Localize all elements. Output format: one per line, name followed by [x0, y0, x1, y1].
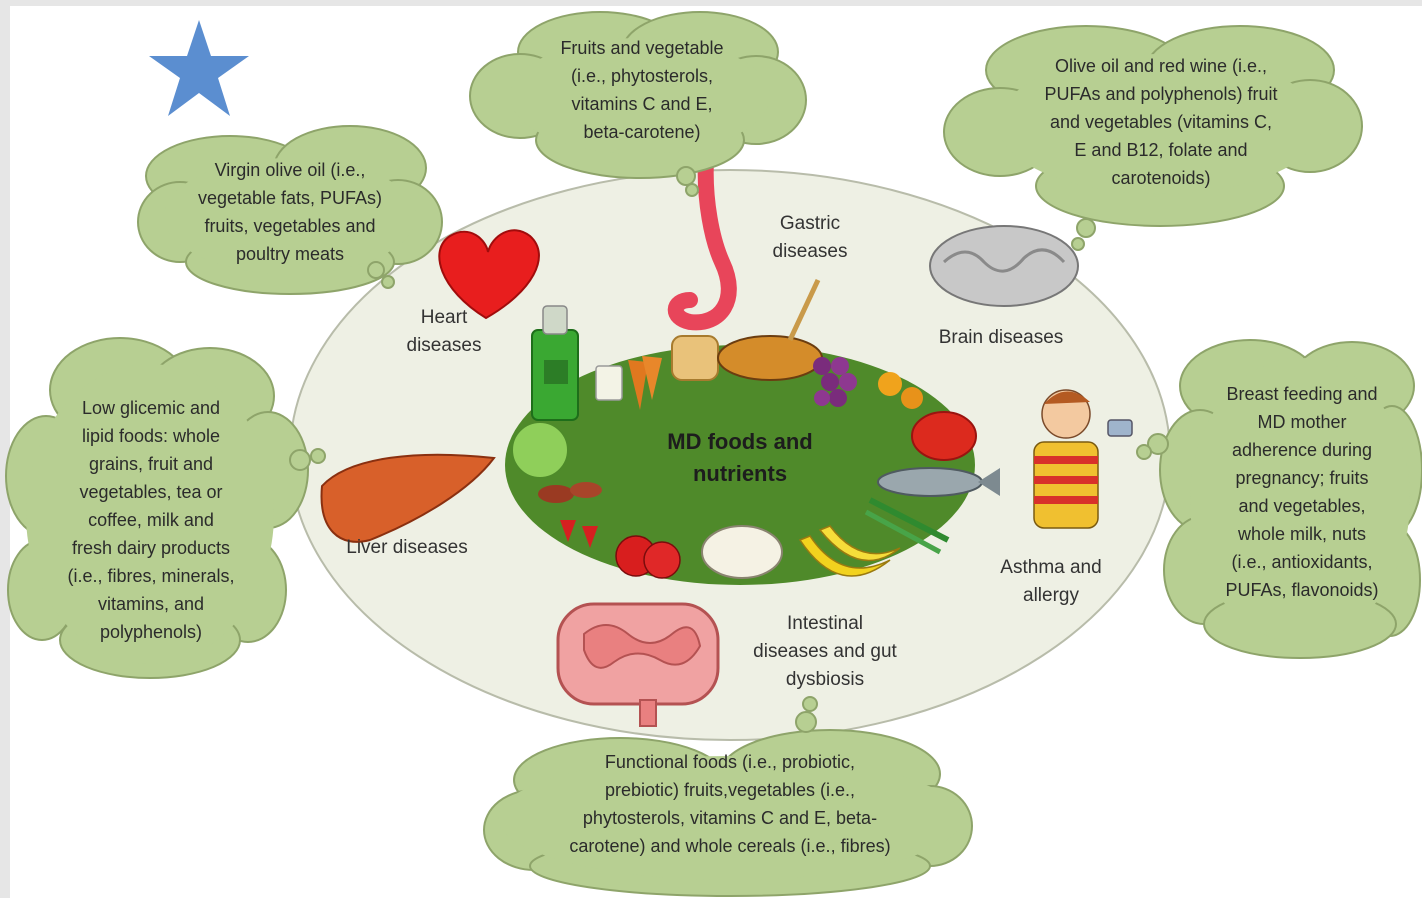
center-label: MD foods and nutrients	[630, 426, 850, 490]
cloud-line: and vegetables,	[1190, 492, 1414, 520]
cloud-line: Breast feeding and	[1190, 380, 1414, 408]
center-label-line: nutrients	[630, 458, 850, 490]
cloud-line: (i.e., phytosterols,	[512, 62, 772, 90]
label-line: Intestinal	[730, 610, 920, 638]
cloud-line: (i.e., antioxidants,	[1190, 548, 1414, 576]
cloud-low-glycemic-text: Low glicemic and lipid foods: whole grai…	[26, 394, 276, 646]
cloud-line: (i.e., fibres, minerals,	[26, 562, 276, 590]
cloud-line: polyphenols)	[26, 618, 276, 646]
cloud-olive-wine-text: Olive oil and red wine (i.e., PUFAs and …	[996, 52, 1326, 192]
label-line: dysbiosis	[730, 666, 920, 694]
cloud-virgin-olive-text: Virgin olive oil (i.e., vegetable fats, …	[160, 156, 420, 268]
cloud-line: Fruits and vegetable	[512, 34, 772, 62]
label-line: Liver diseases	[322, 534, 492, 562]
cloud-line: fresh dairy products	[26, 534, 276, 562]
label-line: diseases	[384, 332, 504, 360]
cloud-line: PUFAs and polyphenols) fruit	[996, 80, 1326, 108]
cloud-line: lipid foods: whole	[26, 422, 276, 450]
cloud-breast-feeding-text: Breast feeding and MD mother adherence d…	[1190, 380, 1414, 604]
bread-icon	[672, 336, 718, 380]
label-line: Brain diseases	[916, 324, 1086, 352]
cloud-functional-text: Functional foods (i.e., probiotic, prebi…	[500, 748, 960, 860]
cloud-line: coffee, milk and	[26, 506, 276, 534]
cloud-line: vegetable fats, PUFAs)	[160, 184, 420, 212]
tomato-icon	[912, 412, 976, 460]
glass-icon	[596, 366, 622, 400]
cloud-fruits-veg-text: Fruits and vegetable (i.e., phytosterols…	[512, 34, 772, 146]
label-line: Heart	[384, 304, 504, 332]
brain-diseases-label: Brain diseases	[916, 324, 1086, 352]
label-line: Asthma and	[976, 554, 1126, 582]
cloud-line: pregnancy; fruits	[1190, 464, 1414, 492]
rice-bowl-icon	[702, 526, 782, 578]
cloud-line: MD mother	[1190, 408, 1414, 436]
cloud-line: and vegetables (vitamins C,	[996, 108, 1326, 136]
cloud-line: beta-carotene)	[512, 118, 772, 146]
cloud-line: whole milk, nuts	[1190, 520, 1414, 548]
cloud-line: vitamins, and	[26, 590, 276, 618]
cloud-line: carotenoids)	[996, 164, 1326, 192]
label-line: allergy	[976, 582, 1126, 610]
cloud-line: Functional foods (i.e., probiotic,	[500, 748, 960, 776]
cloud-line: grains, fruit and	[26, 450, 276, 478]
label-line: diseases	[750, 238, 870, 266]
label-line: Gastric	[750, 210, 870, 238]
intestinal-diseases-label: Intestinal diseases and gut dysbiosis	[730, 610, 920, 694]
center-label-line: MD foods and	[630, 426, 850, 458]
gastric-diseases-label: Gastric diseases	[750, 210, 870, 266]
cloud-line: vitamins C and E,	[512, 90, 772, 118]
cloud-line: vegetables, tea or	[26, 478, 276, 506]
label-line: diseases and gut	[730, 638, 920, 666]
brain-icon	[930, 226, 1078, 306]
cloud-line: Virgin olive oil (i.e.,	[160, 156, 420, 184]
cloud-line: prebiotic) fruits,vegetables (i.e.,	[500, 776, 960, 804]
cloud-line: fruits, vegetables and	[160, 212, 420, 240]
asthma-allergy-label: Asthma and allergy	[976, 554, 1126, 610]
cloud-line: PUFAs, flavonoids)	[1190, 576, 1414, 604]
heart-diseases-label: Heart diseases	[384, 304, 504, 360]
cloud-line: phytosterols, vitamins C and E, beta-	[500, 804, 960, 832]
cloud-line: E and B12, folate and	[996, 136, 1326, 164]
cloud-line: Low glicemic and	[26, 394, 276, 422]
cloud-line: Olive oil and red wine (i.e.,	[996, 52, 1326, 80]
lettuce-icon	[512, 422, 568, 478]
cloud-line: carotene) and whole cereals (i.e., fibre…	[500, 832, 960, 860]
cloud-line: adherence during	[1190, 436, 1414, 464]
liver-diseases-label: Liver diseases	[322, 534, 492, 562]
cloud-line: poultry meats	[160, 240, 420, 268]
